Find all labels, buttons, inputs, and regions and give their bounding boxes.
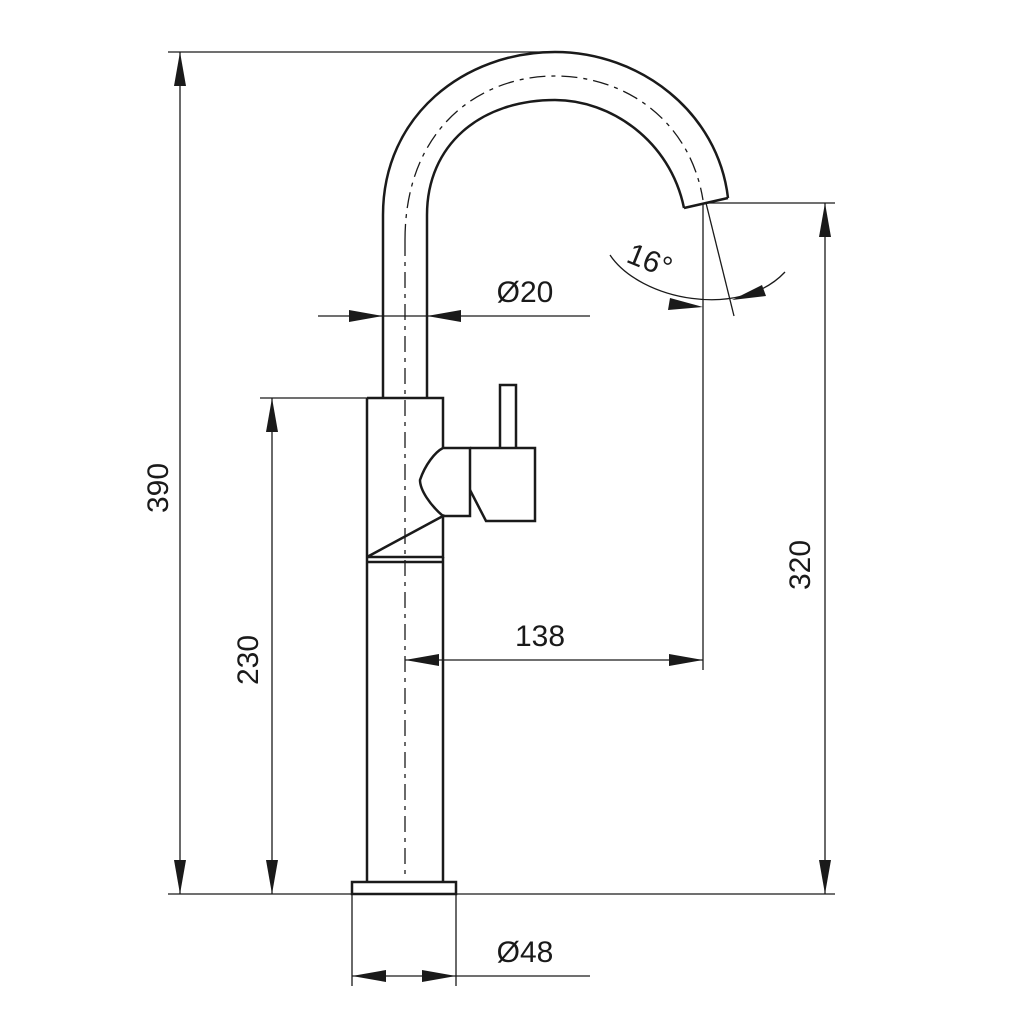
arrow-angle-left bbox=[668, 298, 703, 310]
arrow-138-left bbox=[405, 654, 439, 666]
arrow-138-right bbox=[669, 654, 703, 666]
label-base-height: 230 bbox=[232, 635, 265, 685]
lever-hub bbox=[418, 446, 472, 518]
dimension-labels: 390 230 320 138 Ø20 Ø48 16° bbox=[142, 237, 817, 969]
arrow-320-bottom bbox=[819, 860, 831, 894]
base-ring bbox=[350, 880, 458, 896]
faucet-outline bbox=[350, 50, 730, 896]
lower-body bbox=[365, 557, 445, 882]
arrow-230-bottom bbox=[266, 860, 278, 894]
arrow-d48-right bbox=[422, 970, 456, 982]
angle-line bbox=[705, 202, 735, 317]
label-base-diameter: Ø48 bbox=[497, 936, 554, 969]
arrow-320-top bbox=[819, 203, 831, 237]
spout-outer-edge bbox=[381, 50, 730, 398]
label-spout-height: 320 bbox=[784, 540, 817, 590]
lever-handle bbox=[468, 446, 537, 523]
arrow-390-top bbox=[174, 52, 186, 86]
spout-inner-edge bbox=[425, 98, 686, 398]
label-spout-diameter: Ø20 bbox=[497, 276, 554, 309]
arrow-angle-right bbox=[732, 285, 766, 300]
spout-centerline bbox=[404, 75, 704, 241]
angle-arc bbox=[609, 254, 786, 301]
arrow-390-bottom bbox=[174, 860, 186, 894]
arrow-d20-left bbox=[349, 310, 383, 322]
label-spout-reach: 138 bbox=[515, 620, 565, 653]
dimension-lines bbox=[168, 51, 835, 986]
lever-stem bbox=[498, 383, 518, 448]
label-spout-angle: 16° bbox=[622, 237, 676, 285]
arrow-d20-right bbox=[427, 310, 461, 322]
arrow-230-top bbox=[266, 398, 278, 432]
center-lines bbox=[404, 75, 704, 880]
arrow-d48-left bbox=[352, 970, 386, 982]
label-overall-height: 390 bbox=[142, 463, 175, 513]
